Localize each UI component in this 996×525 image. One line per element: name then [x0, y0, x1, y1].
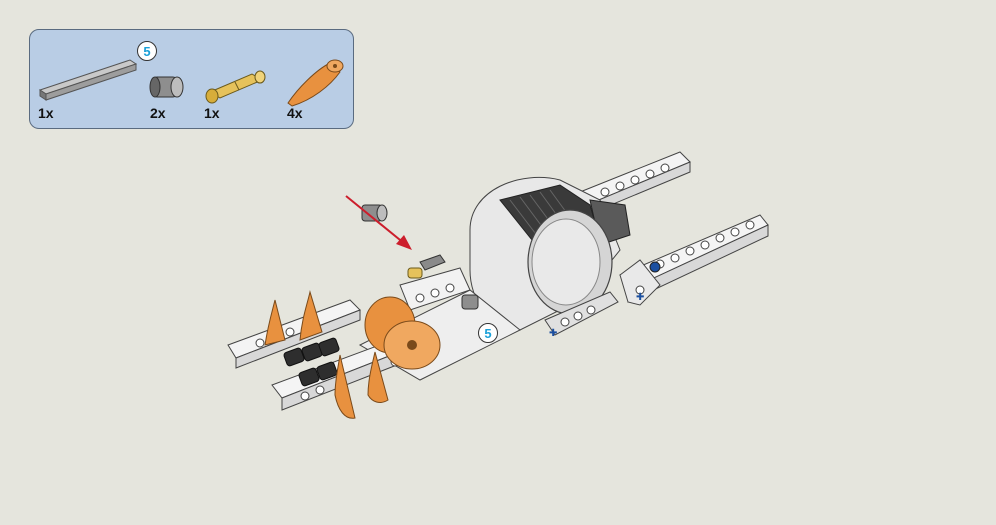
insert-arrow: [345, 195, 412, 250]
pin-part-icon: [205, 70, 266, 104]
axle-length-label: 5: [478, 323, 498, 343]
horn-part-icon: [287, 59, 344, 107]
svg-text:✚: ✚: [636, 292, 644, 303]
axle-part-icon: [38, 59, 138, 101]
bushing-quantity: 2x: [150, 105, 166, 121]
floating-bushing: [361, 204, 388, 222]
parts-illustration: [38, 59, 344, 107]
orange-wheel: [364, 296, 441, 370]
bushing-part-icon: [149, 76, 184, 98]
motor: ✚: [469, 176, 631, 339]
svg-text:✚: ✚: [549, 328, 557, 339]
orange-horns: [264, 290, 389, 419]
parts-callout: 5 1x 2x 1x 4x: [29, 29, 354, 129]
lower-arm-beam: ✚: [619, 214, 769, 306]
inserted-axle: [407, 254, 479, 310]
axle-length-badge: 5: [137, 41, 157, 61]
axle-quantity: 1x: [38, 105, 54, 121]
horn-quantity: 4x: [287, 105, 303, 121]
pin-quantity: 1x: [204, 105, 220, 121]
